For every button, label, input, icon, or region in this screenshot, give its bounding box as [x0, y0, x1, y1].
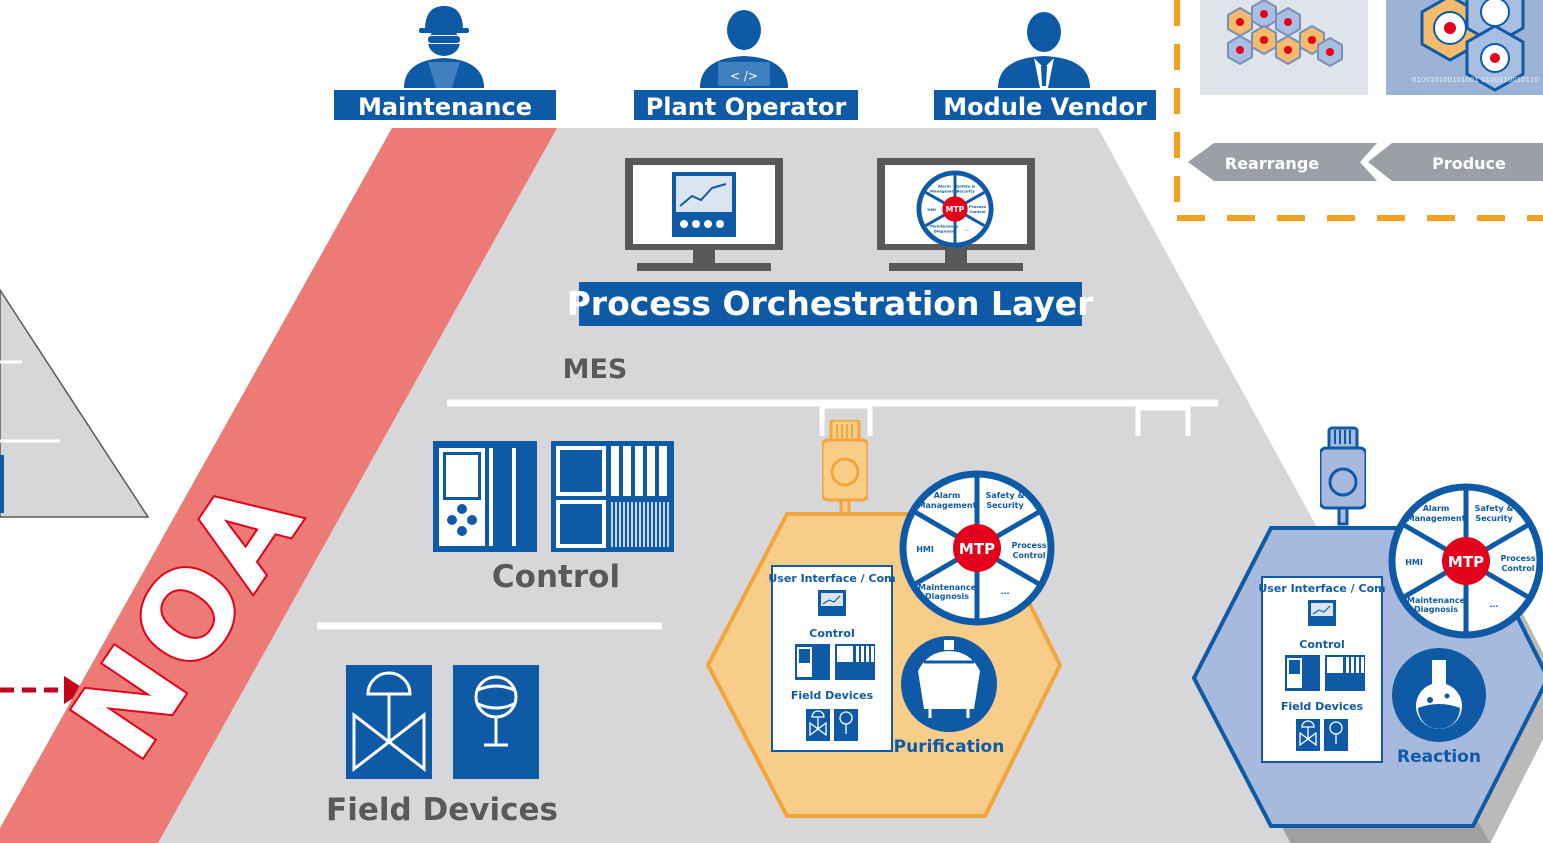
svg-text:Maintenance: Maintenance: [1407, 596, 1466, 605]
hmi-monitor: [625, 158, 783, 271]
purification-module: User Interface / Com Control Field Devic…: [705, 420, 1063, 818]
svg-text:Alarm: Alarm: [1423, 504, 1450, 513]
role-label-plant-operator: Plant Operator: [632, 88, 860, 122]
reaction-ui-label: User Interface / Com: [1258, 582, 1385, 595]
field-devices-label: Field Devices: [326, 792, 558, 828]
svg-text:Maintenance: Maintenance: [358, 93, 532, 121]
svg-text:...: ...: [1489, 600, 1498, 609]
reaction-mini-controller-icon: [1285, 655, 1365, 691]
mtp-monitor: [877, 158, 1035, 271]
purification-ui-label: User Interface / Com: [768, 572, 895, 585]
purification-mini-field-icon: [806, 709, 858, 741]
reaction-control-label: Control: [1299, 638, 1344, 651]
mes-bus-line: [447, 399, 1218, 436]
svg-text:Safety &: Safety &: [1475, 504, 1514, 513]
control-label: Control: [492, 559, 620, 595]
module-vendor-icon: [998, 12, 1090, 88]
orchestration-flow-panel: 010010100101001 0100110010110 Rearrange …: [1174, 0, 1543, 221]
purification-mini-controller-icon: [795, 644, 875, 680]
maintenance-worker-icon: [404, 6, 484, 88]
svg-text:HMI: HMI: [1405, 558, 1423, 567]
purification-label: Purification: [894, 737, 1005, 757]
svg-text:Process: Process: [1501, 554, 1536, 563]
reaction-label: Reaction: [1397, 747, 1481, 767]
purification-vessel-icon: [901, 636, 997, 732]
svg-text:Diagnosis: Diagnosis: [925, 592, 969, 601]
valve-device-icon: [346, 665, 432, 779]
svg-text:Process: Process: [1012, 541, 1047, 550]
mes-label: MES: [563, 354, 628, 385]
svg-text:Produce: Produce: [1432, 154, 1506, 173]
role-label-module-vendor: Module Vendor: [932, 88, 1158, 122]
role-label-maintenance: Maintenance: [332, 88, 558, 122]
svg-text:Security: Security: [1475, 514, 1513, 523]
purification-field-label: Field Devices: [791, 689, 874, 702]
controller-hardware-icon: [433, 441, 674, 552]
purification-control-label: Control: [809, 627, 854, 640]
svg-text:Alarm: Alarm: [934, 491, 961, 500]
reaction-flask-icon: [1392, 648, 1486, 742]
svg-text:Rearrange: Rearrange: [1225, 154, 1319, 173]
reaction-module: User Interface / Com Control Field Devic…: [1191, 426, 1543, 843]
produce-step: Produce: [1368, 143, 1543, 181]
binary-stream: 010010100101001 0100110010110: [1412, 76, 1539, 84]
svg-text:MTP: MTP: [1448, 553, 1484, 571]
noa-channel: [0, 128, 557, 843]
svg-text:Control: Control: [1012, 551, 1045, 560]
svg-text:Diagnosis: Diagnosis: [1414, 605, 1458, 614]
svg-text:Module Vendor: Module Vendor: [943, 93, 1147, 121]
rearrange-step: Rearrange: [1188, 143, 1377, 181]
module-hex-production-icon: 010010100101001 0100110010110: [1412, 0, 1539, 92]
mtp-center-label: MTP: [959, 540, 995, 558]
svg-text:...: ...: [1000, 587, 1009, 596]
reaction-mini-field-icon: [1296, 719, 1348, 751]
svg-text:Management: Management: [1407, 514, 1466, 523]
svg-text:Security: Security: [986, 501, 1024, 510]
svg-text:Plant Operator: Plant Operator: [646, 93, 847, 121]
flow-sensor-icon: [453, 665, 539, 779]
svg-text:Maintenance: Maintenance: [918, 583, 977, 592]
module-hex-cluster-icon: [1227, 0, 1343, 68]
svg-text:Control: Control: [1501, 564, 1534, 573]
classic-automation-pyramid-fragment: [0, 288, 150, 518]
operator-code-glyph: < />: [730, 69, 758, 83]
reaction-field-label: Field Devices: [1281, 700, 1364, 713]
plant-operator-icon: < />: [700, 10, 788, 88]
svg-text:HMI: HMI: [916, 545, 934, 554]
svg-text:Management: Management: [918, 501, 977, 510]
process-orchestration-layer-banner: Process Orchestration Layer: [567, 282, 1094, 326]
svg-text:Safety &: Safety &: [986, 491, 1025, 500]
noa-arrow: [0, 676, 86, 704]
svg-text:Process Orchestration Layer: Process Orchestration Layer: [567, 284, 1094, 323]
